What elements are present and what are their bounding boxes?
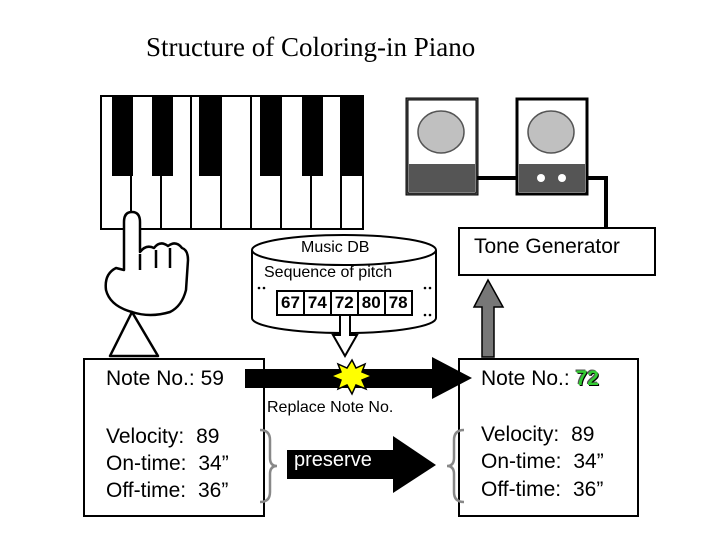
pitch-cell: 78 bbox=[383, 290, 413, 316]
pitch-cell: 72 bbox=[329, 290, 359, 316]
ellipsis-marks bbox=[257, 286, 432, 317]
replace-note-label: Replace Note No. bbox=[267, 399, 394, 416]
brace-right bbox=[446, 428, 465, 504]
speaker-cables bbox=[477, 176, 608, 228]
tone-generator-box bbox=[458, 227, 656, 276]
output-on-time-label: On-time: bbox=[481, 450, 562, 473]
input-event-box bbox=[83, 358, 265, 517]
input-note-value: 59 bbox=[200, 367, 224, 390]
output-note-value: 72 bbox=[575, 367, 599, 390]
input-off-time-label: Off-time: bbox=[106, 479, 187, 502]
output-off-time-value: 36” bbox=[572, 478, 604, 501]
speaker-right-icon bbox=[515, 97, 589, 196]
pitch-cell: 67 bbox=[276, 290, 305, 316]
speaker-left-icon bbox=[405, 97, 479, 196]
input-velocity-label: Velocity: bbox=[106, 425, 185, 448]
input-note-label: Note No.: bbox=[106, 367, 195, 390]
preserve-arrow bbox=[287, 436, 436, 493]
pitch-sequence: 67 74 72 80 78 bbox=[276, 290, 413, 316]
output-velocity-row: Velocity: 89 bbox=[481, 421, 594, 448]
sequence-of-pitch-label: Sequence of pitch bbox=[264, 264, 393, 281]
output-velocity-label: Velocity: bbox=[481, 423, 560, 446]
input-velocity-value: 89 bbox=[196, 425, 220, 448]
output-on-time-value: 34” bbox=[573, 450, 604, 473]
music-db-label: Music DB bbox=[301, 239, 370, 256]
input-off-time-row: Off-time: 36” bbox=[106, 477, 228, 504]
output-note-row: Note No.: 72 bbox=[481, 365, 599, 392]
output-off-time-row: Off-time: 36” bbox=[481, 476, 603, 503]
input-on-time-row: On-time: 34” bbox=[106, 450, 229, 477]
output-off-time-label: Off-time: bbox=[481, 478, 562, 501]
piano-keyboard bbox=[100, 95, 364, 230]
input-on-time-value: 34” bbox=[198, 452, 229, 475]
pitch-cell: 74 bbox=[302, 290, 332, 316]
input-velocity-row: Velocity: 89 bbox=[106, 423, 219, 450]
pitch-cell: 80 bbox=[356, 290, 386, 316]
output-on-time-row: On-time: 34” bbox=[481, 448, 604, 475]
preserve-label: preserve bbox=[294, 449, 372, 471]
output-event-box bbox=[458, 358, 639, 517]
gray-up-arrow bbox=[472, 278, 505, 358]
input-on-time-label: On-time: bbox=[106, 452, 187, 475]
tone-generator-label: Tone Generator bbox=[474, 235, 620, 258]
starburst-icon bbox=[328, 358, 375, 396]
input-off-time-value: 36” bbox=[197, 479, 229, 502]
diagram-title: Structure of Coloring-in Piano bbox=[146, 32, 476, 62]
output-velocity-value: 89 bbox=[571, 423, 595, 446]
input-note-row: Note No.: 59 bbox=[106, 365, 224, 392]
hand-pointer-icon bbox=[104, 210, 190, 358]
brace-left bbox=[259, 428, 278, 504]
output-note-label: Note No.: bbox=[481, 367, 570, 390]
